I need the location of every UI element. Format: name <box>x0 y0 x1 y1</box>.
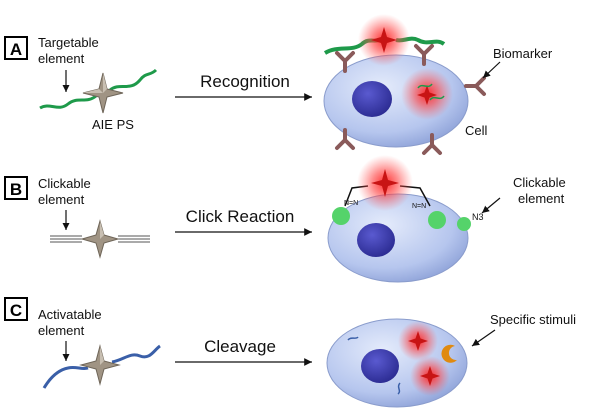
panel-b-nucleus <box>357 223 395 257</box>
panel-c-box <box>4 297 28 321</box>
panel-b-triazole-right: N=N <box>412 203 426 210</box>
panel-c-cleaved-fragment <box>347 336 359 341</box>
panel-a-biomarker-label: Biomarker <box>493 46 553 61</box>
panel-a-biomarker-pointer <box>482 61 501 79</box>
stimuli-icon <box>441 344 457 363</box>
aie-ps-icon <box>82 72 124 114</box>
click-site-icon <box>332 207 350 225</box>
panel-b-click-sites <box>332 207 471 231</box>
panel-a-element-label-2: element <box>38 51 85 66</box>
panel-c: C Activatable element Cleavage Specific … <box>4 297 576 408</box>
panel-a-green-chain-left <box>39 94 97 110</box>
panel-a: A Targetable element AIE PS Recognition <box>4 14 553 155</box>
panel-c-cleaved-fragment <box>397 382 401 395</box>
panel-a-ps-label: AIE PS <box>92 117 134 132</box>
panel-c-letter: C <box>10 301 22 320</box>
panel-a-internal-chain <box>417 83 445 101</box>
panel-b-element-label-1: Clickable <box>38 176 91 191</box>
biomarker-icon <box>414 44 434 66</box>
panel-b-element-label-2: element <box>38 192 85 207</box>
biomarker-icon <box>464 76 486 96</box>
aie-ps-icon <box>79 344 121 386</box>
biomarker-icon <box>335 51 355 73</box>
panel-b-right-label-2: element <box>518 191 565 206</box>
red-star-icon <box>371 27 397 53</box>
panel-a-cell-label: Cell <box>465 123 488 138</box>
panel-b-process-label: Click Reaction <box>186 207 295 226</box>
panel-c-blue-chain-left <box>42 365 89 389</box>
panel-c-blue-chain-right <box>111 344 161 364</box>
panel-b-right-label-1: Clickable <box>513 175 566 190</box>
panel-a-nucleus <box>352 81 392 117</box>
biomarker-icon <box>335 128 355 150</box>
panel-a-process-label: Recognition <box>200 72 290 91</box>
click-site-icon <box>428 211 446 229</box>
panel-b: B Clickable element Click Reaction N=N N… <box>4 155 566 283</box>
red-star-icon <box>408 331 428 351</box>
panel-b-triazole-left: N=N <box>344 200 358 207</box>
panel-c-nucleus <box>361 349 399 383</box>
click-site-icon <box>457 217 471 231</box>
red-star-icon <box>420 366 440 386</box>
panel-a-letter: A <box>10 40 22 59</box>
aie-ps-icon <box>80 219 120 259</box>
panel-b-alkynes <box>50 235 150 243</box>
panel-c-stimuli-label: Specific stimuli <box>490 312 576 327</box>
panel-c-element-label-2: element <box>38 323 85 338</box>
red-star-icon <box>371 169 399 197</box>
panel-b-letter: B <box>10 180 22 199</box>
panel-c-process-label: Cleavage <box>204 337 276 356</box>
panel-c-stimuli-pointer <box>471 329 496 347</box>
biomarker-icon <box>422 133 442 155</box>
panel-a-element-label-1: Targetable <box>38 35 99 50</box>
panel-c-element-label-1: Activatable <box>38 307 102 322</box>
panel-a-green-chain-right <box>109 68 158 92</box>
panel-b-right-pointer <box>481 197 501 214</box>
red-star-icon <box>417 85 437 105</box>
panel-b-box <box>4 176 28 200</box>
panel-b-azide: N3 <box>472 212 484 222</box>
panel-a-box <box>4 36 28 60</box>
panel-a-biomarkers <box>335 44 486 155</box>
